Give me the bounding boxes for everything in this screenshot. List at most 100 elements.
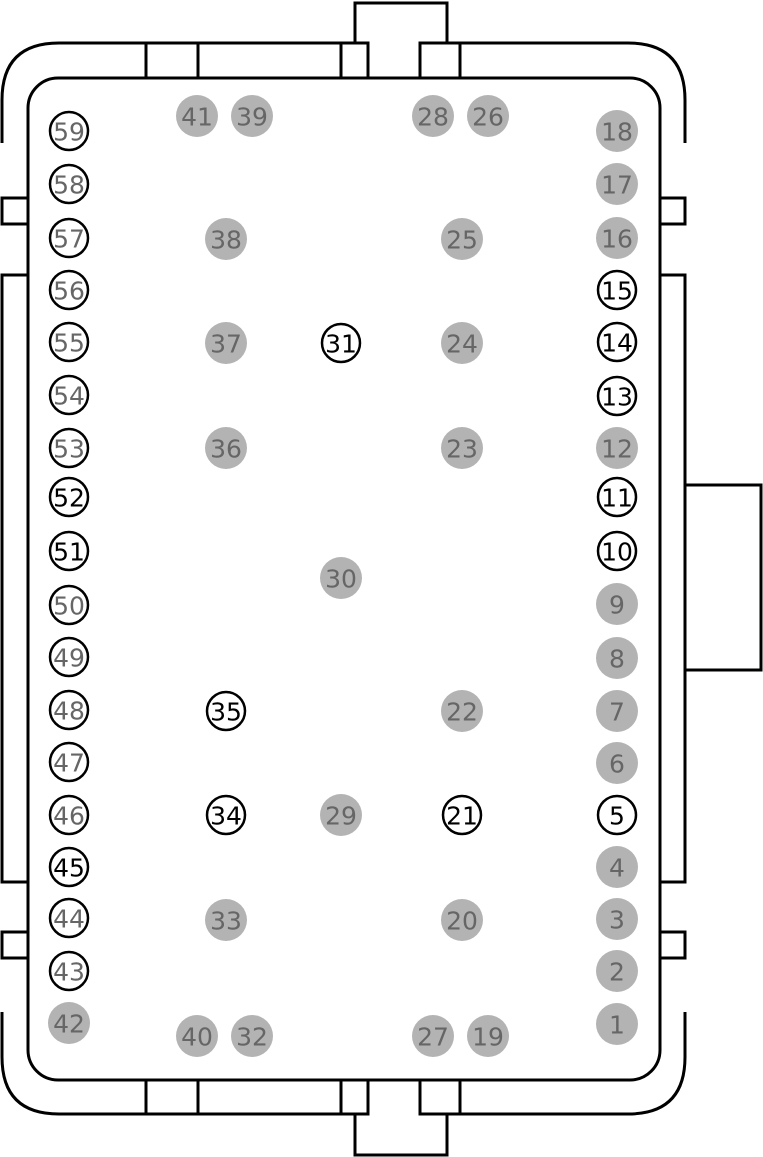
pin-43: 43 [48, 950, 90, 992]
pin-7: 7 [596, 690, 638, 732]
pin-13: 13 [596, 375, 638, 417]
pin-46-label: 46 [53, 802, 85, 831]
pin-10-label: 10 [601, 538, 633, 567]
pin-4-marker [596, 846, 638, 888]
pin-33-marker [205, 899, 247, 941]
housing-left-tab-upper [0, 196, 28, 226]
pin-41: 41 [176, 95, 218, 137]
pin-45-marker [48, 846, 90, 888]
pin-41-label: 41 [181, 103, 213, 132]
pin-31-label: 31 [325, 330, 357, 359]
pin-40: 40 [176, 1015, 218, 1057]
pin-26-marker [467, 95, 509, 137]
pin-26-label: 26 [472, 103, 504, 132]
pin-38-label: 38 [210, 226, 242, 255]
housing-bottom-latch [353, 1112, 449, 1157]
pin-22-label: 22 [446, 698, 478, 727]
pin-52-marker [48, 476, 90, 518]
pin-26: 26 [467, 95, 509, 137]
pin-9-label: 9 [609, 591, 625, 620]
pin-42-label: 42 [53, 1010, 85, 1039]
pin-50-marker [48, 584, 90, 626]
pin-24-marker [441, 322, 483, 364]
pin-33-label: 33 [210, 907, 242, 936]
pin-17-label: 17 [601, 171, 633, 200]
pin-36-marker [205, 427, 247, 469]
housing-right-tab-upper [659, 196, 687, 226]
pin-55: 55 [48, 321, 90, 363]
pin-29-label: 29 [325, 802, 357, 831]
pin-52: 52 [48, 476, 90, 518]
pin-51-marker [48, 530, 90, 572]
pin-12: 12 [596, 427, 638, 469]
pin-48-marker [48, 689, 90, 731]
pin-31: 31 [320, 322, 362, 364]
housing-left-rail [0, 273, 28, 884]
pin-3-label: 3 [609, 906, 625, 935]
pin-13-label: 13 [601, 383, 633, 412]
pin-23: 23 [441, 427, 483, 469]
pin-47-label: 47 [53, 749, 85, 778]
housing-bottom-right-shell [418, 1012, 687, 1116]
pin-6: 6 [596, 742, 638, 784]
pin-14: 14 [596, 321, 638, 363]
pin-6-label: 6 [609, 750, 625, 779]
housing-left-tab-lower [0, 930, 28, 960]
pin-18-marker [596, 110, 638, 152]
pin-22: 22 [441, 690, 483, 732]
pin-1-marker [596, 1003, 638, 1045]
pin-51: 51 [48, 530, 90, 572]
pin-16-label: 16 [601, 225, 633, 254]
pin-2-label: 2 [609, 958, 625, 987]
pin-53-marker [48, 427, 90, 469]
housing-right-side-box [685, 483, 763, 672]
pin-29-marker [320, 794, 362, 836]
pin-8-marker [596, 637, 638, 679]
pin-19-label: 19 [472, 1023, 504, 1052]
pin-31-marker [320, 322, 362, 364]
pin-39: 39 [231, 95, 273, 137]
pin-18: 18 [596, 110, 638, 152]
pin-37-marker [205, 322, 247, 364]
housing-bottom-left-shell [0, 1012, 370, 1116]
pin-15: 15 [596, 269, 638, 311]
pin-3: 3 [596, 898, 638, 940]
pin-10: 10 [596, 530, 638, 572]
pin-12-label: 12 [601, 435, 633, 464]
pin-49-marker [48, 636, 90, 678]
pin-18-label: 18 [601, 118, 633, 147]
pin-35-label: 35 [210, 698, 242, 727]
pin-21-label: 21 [446, 802, 478, 831]
pin-54-label: 54 [53, 382, 85, 411]
pin-7-marker [596, 690, 638, 732]
pin-25-marker [441, 218, 483, 260]
pin-14-label: 14 [601, 329, 633, 358]
pin-4-label: 4 [609, 854, 625, 883]
pin-58-marker [48, 163, 90, 205]
pin-48-label: 48 [53, 697, 85, 726]
pin-59-marker [48, 110, 90, 152]
pin-34: 34 [205, 794, 247, 836]
pin-28-label: 28 [417, 103, 449, 132]
pin-16-marker [596, 217, 638, 259]
pin-40-marker [176, 1015, 218, 1057]
pin-23-label: 23 [446, 435, 478, 464]
pin-49: 49 [48, 636, 90, 678]
pin-54-marker [48, 374, 90, 416]
pin-2-marker [596, 950, 638, 992]
pin-38: 38 [205, 218, 247, 260]
pin-27-label: 27 [417, 1023, 449, 1052]
pin-33: 33 [205, 899, 247, 941]
pin-38-marker [205, 218, 247, 260]
pin-32-marker [231, 1015, 273, 1057]
pin-34-marker [205, 794, 247, 836]
pin-42: 42 [48, 1002, 90, 1044]
pins-layer: 1234567891011121314151617181920212223242… [48, 95, 638, 1057]
pin-36: 36 [205, 427, 247, 469]
pin-36-label: 36 [210, 435, 242, 464]
pin-57-label: 57 [53, 225, 85, 254]
pin-11-marker [596, 476, 638, 518]
pin-30: 30 [320, 557, 362, 599]
pin-44-marker [48, 897, 90, 939]
